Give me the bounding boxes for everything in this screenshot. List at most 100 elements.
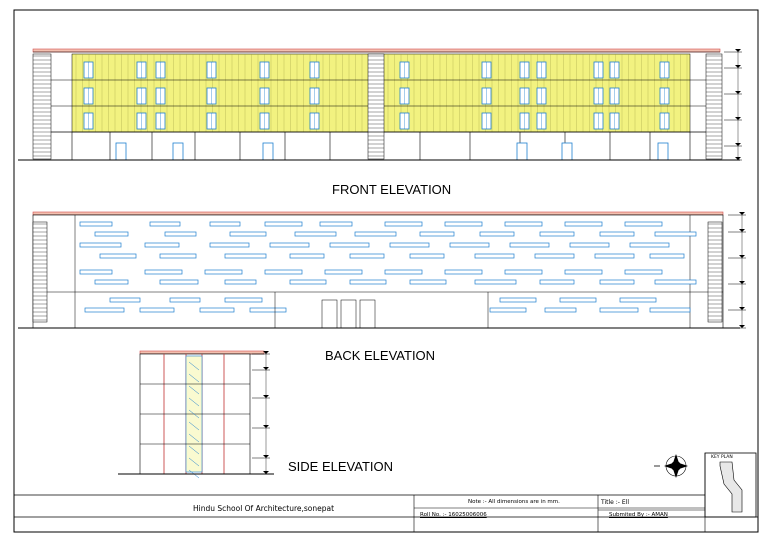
strip-window [109, 297, 141, 303]
strip-window [249, 307, 287, 313]
side-elevation [118, 350, 274, 479]
strip-window [269, 242, 310, 248]
sheet-border [13, 9, 759, 533]
strip-window [349, 253, 385, 259]
level-marker-icon [263, 351, 269, 354]
side-details [140, 361, 250, 479]
front-elevation-title: FRONT ELEVATION [332, 182, 452, 197]
front-elevation [18, 48, 742, 161]
front-stair-center [367, 53, 385, 160]
strip-window [99, 253, 137, 259]
front-columns [71, 132, 691, 160]
strip-window [384, 221, 423, 227]
glass-hatch [188, 433, 200, 443]
strip-window [144, 269, 183, 275]
strip-window [224, 253, 267, 259]
key-plan-label: KEY PLAN [711, 455, 733, 460]
strip-window [159, 279, 199, 285]
strip-window [79, 221, 113, 227]
strip-window [79, 269, 113, 275]
strip-window [444, 269, 483, 275]
back-elevation [18, 211, 746, 329]
strip-window [564, 221, 603, 227]
back-parapet [32, 211, 724, 216]
strip-window [449, 242, 490, 248]
strip-window [569, 242, 610, 248]
strip-window [624, 269, 663, 275]
side-level-markers [252, 351, 270, 475]
strip-window [489, 307, 527, 313]
strip-window [79, 242, 122, 248]
dimension-note: Note :- All dimensions are in mm. [468, 499, 560, 505]
strip-window [324, 269, 363, 275]
strip-window [294, 231, 337, 237]
front-doors [115, 142, 669, 161]
strip-window [504, 221, 543, 227]
back-elevation-title: BACK ELEVATION [325, 348, 436, 363]
strip-window [654, 231, 697, 237]
strip-window [229, 231, 267, 237]
strip-window [209, 242, 250, 248]
strip-window [499, 297, 537, 303]
submitted-by: Submited By :- AMAN [609, 512, 668, 518]
strip-window [539, 231, 575, 237]
strip-window [289, 253, 325, 259]
strip-window [629, 242, 670, 248]
strip-window [599, 279, 635, 285]
strip-window [419, 231, 455, 237]
strip-window [479, 231, 515, 237]
key-plan-outline [719, 461, 743, 513]
strip-window [94, 279, 129, 285]
door [657, 142, 669, 161]
door [561, 142, 573, 161]
strip-window [354, 231, 397, 237]
strip-window [619, 297, 657, 303]
strip-window [144, 242, 180, 248]
strip-window [594, 253, 635, 259]
glass-hatch [188, 457, 200, 467]
strip-window [319, 221, 353, 227]
front-level-markers [724, 49, 742, 161]
strip-window [559, 297, 597, 303]
strip-window [599, 231, 635, 237]
side-elevation-title: SIDE ELEVATION [288, 459, 393, 474]
glass-hatch [188, 421, 200, 431]
level-marker-icon [735, 49, 741, 52]
strip-window [169, 297, 201, 303]
strip-window [509, 242, 550, 248]
strip-window [624, 221, 663, 227]
roll-number: Roll No. :- 16025006006 [420, 512, 487, 518]
strip-window [199, 307, 235, 313]
glass-hatch [188, 361, 200, 371]
door [516, 142, 528, 161]
title-block [14, 453, 758, 532]
strip-window [539, 279, 575, 285]
level-marker-icon [739, 212, 745, 215]
strip-window [264, 269, 303, 275]
strip-window [444, 221, 483, 227]
strip-window [159, 253, 197, 259]
strip-window [384, 269, 423, 275]
door [115, 142, 127, 161]
strip-window [94, 231, 129, 237]
strip-window [224, 297, 263, 303]
door [172, 142, 184, 161]
front-stair-right [705, 53, 723, 160]
glass-hatch [188, 373, 200, 383]
glass-hatch [188, 409, 200, 419]
door [262, 142, 274, 161]
strip-window [504, 269, 543, 275]
glass-hatch [188, 385, 200, 395]
strip-window [474, 279, 517, 285]
front-stair-treads [33, 55, 722, 157]
strip-window [224, 279, 257, 285]
strip-window [534, 253, 575, 259]
strip-window [164, 231, 197, 237]
key-plan [704, 452, 757, 518]
front-stair-left [32, 53, 52, 160]
strip-window [264, 221, 303, 227]
strip-window [409, 253, 445, 259]
strip-window [84, 307, 125, 313]
